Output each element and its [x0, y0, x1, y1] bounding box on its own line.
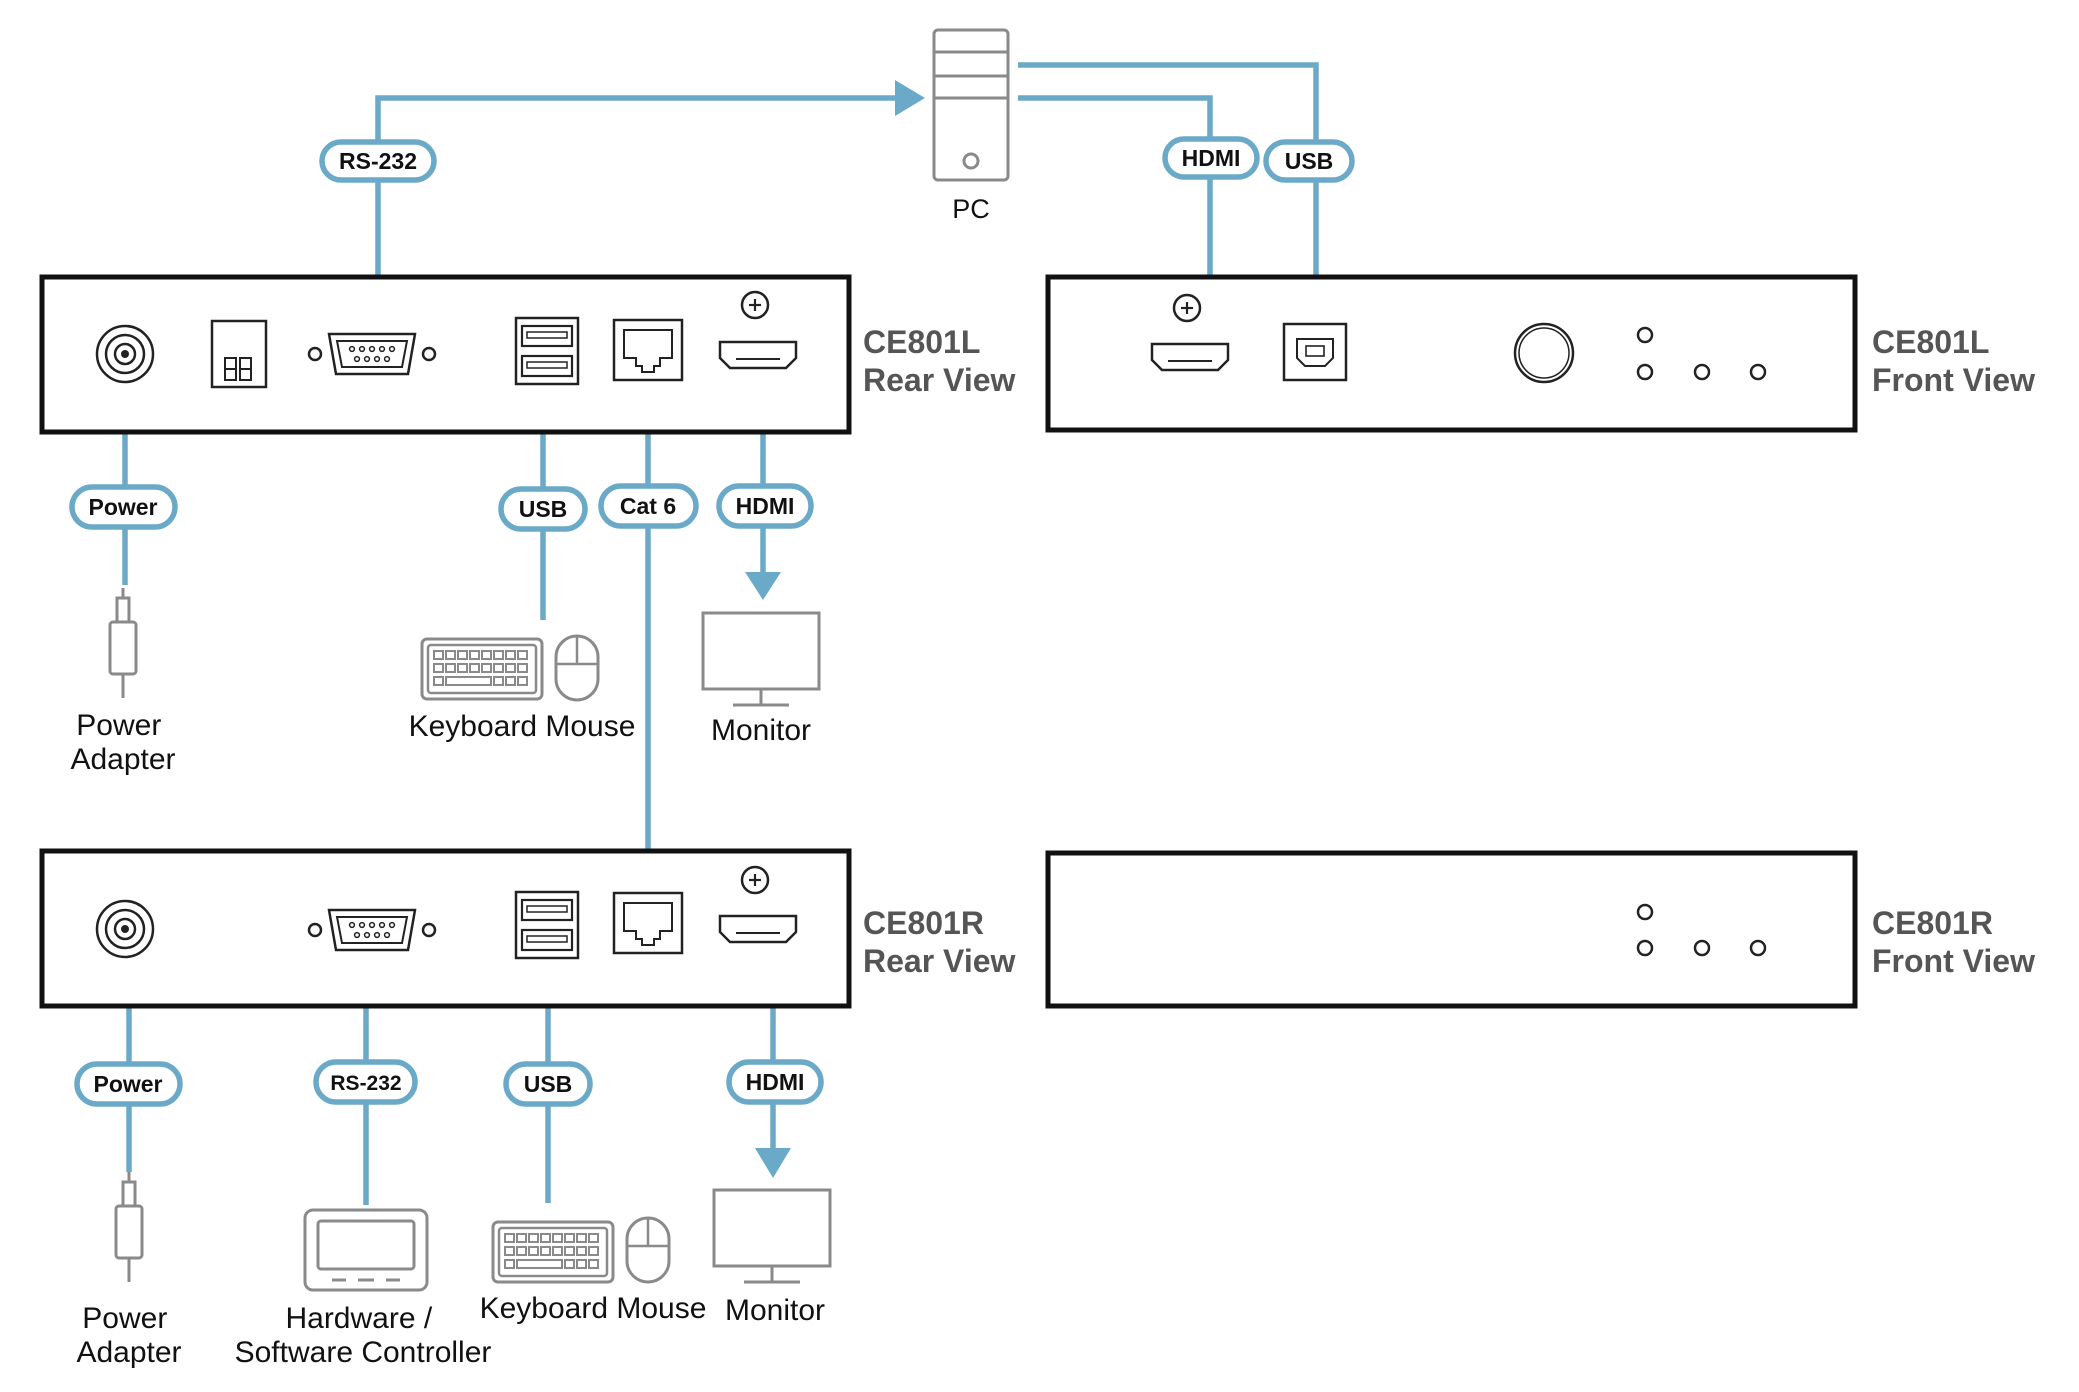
pill-pc-rs232-text: RS-232: [339, 148, 417, 174]
front-push-button: [1513, 322, 1575, 384]
ce801r-rear-model: CE801R: [863, 905, 984, 941]
pill-remote-power: Power: [74, 1061, 183, 1107]
ce801l-front-model: CE801L: [1872, 324, 1989, 360]
pill-local-power-text: Power: [88, 494, 157, 520]
pill-remote-rs232-text: RS-232: [330, 1072, 401, 1095]
pill-local-power: Power: [69, 484, 178, 530]
local-power-adapter-label: Power Adapter: [70, 709, 175, 776]
ce801r-rear-title: CE801R Rear View: [863, 905, 1016, 979]
front-usb-b-port: [1282, 322, 1348, 382]
local-rj45-port: [612, 318, 684, 382]
pill-remote-hdmi-text: HDMI: [746, 1069, 805, 1095]
pill-pc-hdmi-text: HDMI: [1182, 145, 1241, 171]
ce801r-front-box: [1045, 850, 1858, 1009]
remote-controller-label: Hardware / Software Controller: [235, 1302, 492, 1369]
local-hdmi-port: [718, 340, 798, 370]
pill-local-usb-text: USB: [519, 496, 568, 522]
remote-rj45-port: [612, 891, 684, 955]
local-dc-jack: [95, 324, 155, 384]
local-monitor-icon: [701, 611, 821, 707]
hardware-controller-icon: [303, 1208, 429, 1292]
cable-pc-hdmi: [1018, 95, 1213, 312]
ce801r-rear-box: [39, 848, 852, 1009]
remote-front-led-indicators: [1636, 903, 1767, 957]
pill-pc-usb: USB: [1263, 139, 1355, 183]
remote-keyboard-mouse-label: Keyboard Mouse: [480, 1292, 707, 1325]
ce801r-rear-view: Rear View: [863, 943, 1016, 979]
local-power-adapter-line2: Adapter: [70, 743, 175, 776]
ce801r-front-title: CE801R Front View: [1872, 905, 2035, 979]
local-mouse-icon: [554, 634, 600, 702]
local-screw-icon: [740, 290, 770, 320]
ce801l-front-view: Front View: [1872, 362, 2035, 398]
pill-remote-hdmi: HDMI: [726, 1059, 824, 1105]
pill-pc-usb-text: USB: [1285, 148, 1334, 174]
local-power-plug-icon: [108, 586, 138, 700]
ce801r-front-view: Front View: [1872, 943, 2035, 979]
remote-dc-jack: [95, 899, 155, 959]
front-led-indicators: [1636, 326, 1767, 381]
pill-local-hdmi: HDMI: [716, 483, 814, 529]
remote-power-adapter-line1: Power: [82, 1302, 167, 1335]
ce801l-rear-view: Rear View: [863, 362, 1016, 398]
arrow-to-remote-monitor: [755, 1148, 791, 1178]
remote-controller-line1: Hardware /: [285, 1302, 432, 1335]
local-dip-switch: [210, 319, 268, 389]
remote-mouse-icon: [625, 1216, 671, 1284]
remote-monitor-icon: [712, 1188, 832, 1284]
ce801l-rear-title: CE801L Rear View: [863, 324, 1016, 398]
remote-keyboard-icon: [491, 1220, 615, 1284]
front-hdmi-port: [1150, 342, 1230, 372]
pill-remote-rs232: RS-232: [313, 1059, 418, 1105]
ce801l-rear-box: [39, 274, 852, 435]
local-keyboard-mouse-label: Keyboard Mouse: [409, 710, 636, 743]
pc-label: PC: [952, 194, 990, 224]
local-keyboard-icon: [420, 637, 544, 701]
remote-screw-icon: [740, 865, 770, 895]
remote-controller-line2: Software Controller: [235, 1336, 492, 1369]
remote-monitor-label: Monitor: [725, 1294, 825, 1327]
pc-tower-icon: [932, 28, 1010, 182]
arrow-to-pc: [895, 80, 925, 116]
arrow-to-local-monitor: [745, 572, 781, 600]
pill-remote-usb: USB: [503, 1061, 593, 1107]
pill-pc-rs232: RS-232: [319, 139, 437, 183]
remote-hdmi-port: [718, 914, 798, 944]
remote-power-adapter-line2: Adapter: [76, 1336, 181, 1369]
ce801r-front-model: CE801R: [1872, 905, 1993, 941]
cable-pc-usb: [1018, 62, 1319, 315]
pill-remote-power-text: Power: [93, 1071, 162, 1097]
remote-power-adapter-label: Power Adapter: [76, 1302, 181, 1369]
pill-local-hdmi-text: HDMI: [736, 493, 795, 519]
pill-cat6: Cat 6: [598, 483, 699, 529]
local-power-adapter-line1: Power: [76, 709, 161, 742]
remote-power-plug-icon: [114, 1170, 144, 1284]
front-screw-icon: [1172, 293, 1202, 323]
pill-remote-usb-text: USB: [524, 1071, 573, 1097]
pill-pc-hdmi: HDMI: [1162, 136, 1260, 180]
local-monitor-label: Monitor: [711, 714, 811, 747]
local-usb-ports: [514, 316, 580, 386]
pill-local-usb: USB: [498, 486, 588, 532]
ce801l-front-title: CE801L Front View: [1872, 324, 2035, 398]
ce801l-rear-model: CE801L: [863, 324, 980, 360]
pill-cat6-text: Cat 6: [620, 493, 676, 519]
remote-usb-ports: [514, 890, 580, 960]
cable-pc-rs232: [375, 95, 900, 328]
